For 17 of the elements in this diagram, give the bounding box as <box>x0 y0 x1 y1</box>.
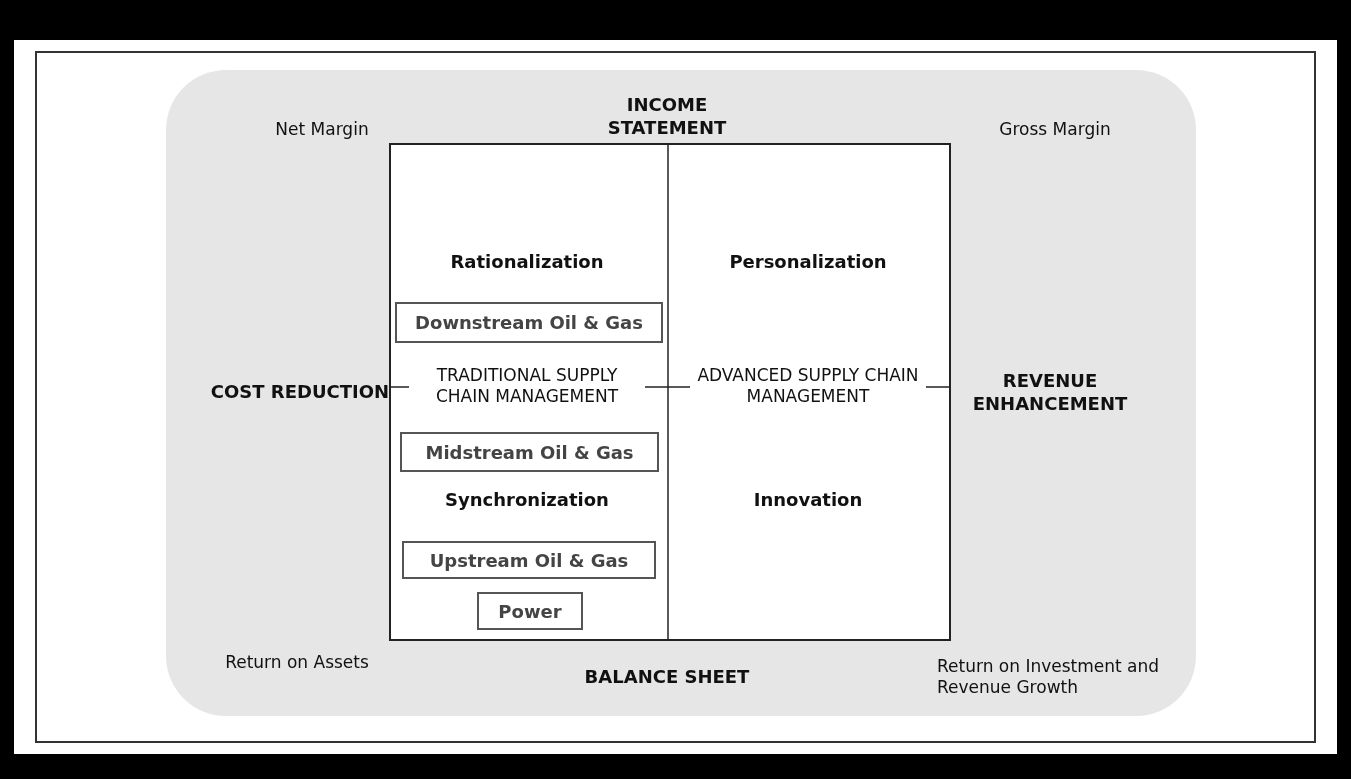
section-heading: COST REDUCTION <box>210 380 390 404</box>
section-heading: INCOME STATEMENT <box>606 93 728 139</box>
sector-box: Midstream Oil & Gas <box>400 432 659 472</box>
quadrant-title: Rationalization <box>449 250 605 274</box>
section-heading: BALANCE SHEET <box>583 665 751 689</box>
quadrant-title: Synchronization <box>444 488 610 512</box>
metric-label: Return on Assets <box>224 652 370 674</box>
quadrant-matrix <box>389 143 951 641</box>
metric-label: Return on Investment and Revenue Growth <box>937 655 1161 699</box>
quadrant-title: Personalization <box>728 250 888 274</box>
quadrant-title: Innovation <box>752 488 864 512</box>
sector-box: Upstream Oil & Gas <box>402 541 656 579</box>
metric-label: Net Margin <box>274 119 370 141</box>
sector-box: Power <box>477 592 583 630</box>
metric-label: Gross Margin <box>998 119 1112 141</box>
section-heading: REVENUE ENHANCEMENT <box>971 369 1129 415</box>
sector-box: Downstream Oil & Gas <box>395 302 663 343</box>
